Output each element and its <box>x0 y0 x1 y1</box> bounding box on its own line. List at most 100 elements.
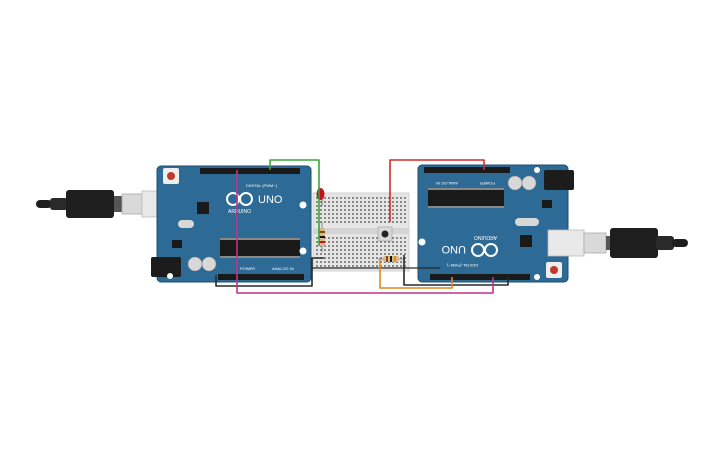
breadboard-hole <box>324 217 326 219</box>
board-brand-label-right: ARDUINO <box>474 234 497 240</box>
breadboard-hole <box>340 213 342 215</box>
breadboard-hole <box>348 257 350 259</box>
breadboard-hole <box>384 241 386 243</box>
breadboard-hole <box>364 249 366 251</box>
breadboard-hole <box>388 245 390 247</box>
breadboard-hole <box>372 217 374 219</box>
breadboard-hole <box>332 209 334 211</box>
breadboard-hole <box>404 197 406 199</box>
breadboard-hole <box>332 201 334 203</box>
wire-magenta[interactable] <box>236 170 494 294</box>
usb-cable-icon <box>66 190 114 218</box>
breadboard-hole <box>396 245 398 247</box>
breadboard-hole <box>324 213 326 215</box>
breadboard-hole <box>344 197 346 199</box>
breadboard-hole <box>348 241 350 243</box>
breadboard-hole <box>340 217 342 219</box>
breadboard-hole <box>316 205 318 207</box>
pushbutton[interactable] <box>377 226 393 242</box>
breadboard-hole <box>404 245 406 247</box>
wire-red[interactable] <box>389 159 485 222</box>
breadboard-hole <box>368 217 370 219</box>
analog-label-right: ANALOG IN <box>436 181 458 186</box>
breadboard-hole <box>356 205 358 207</box>
power-jack-left <box>151 257 181 277</box>
breadboard-hole <box>368 245 370 247</box>
breadboard-hole <box>340 205 342 207</box>
breadboard-hole <box>364 265 366 267</box>
usb-cable-icon <box>610 228 658 258</box>
breadboard-hole <box>316 209 318 211</box>
breadboard-hole <box>404 265 406 267</box>
breadboard-hole <box>396 209 398 211</box>
breadboard-hole <box>320 221 322 223</box>
wire-black-left[interactable] <box>215 257 324 287</box>
board-model-label-left: UNO <box>258 194 283 206</box>
breadboard-hole <box>340 253 342 255</box>
breadboard-hole <box>376 201 378 203</box>
breadboard-hole <box>364 257 366 259</box>
breadboard-hole <box>392 205 394 207</box>
breadboard-hole <box>336 197 338 199</box>
breadboard-hole <box>340 197 342 199</box>
breadboard-hole <box>336 217 338 219</box>
breadboard-hole <box>328 257 330 259</box>
breadboard-hole <box>352 201 354 203</box>
breadboard-hole <box>356 265 358 267</box>
wire-black-right[interactable] <box>403 255 509 286</box>
breadboard-hole <box>332 197 334 199</box>
arduino-uno-right[interactable]: UNO ARDUINO DIGITAL (PWM~) POWER ANALOG … <box>417 164 574 283</box>
breadboard-hole <box>368 249 370 251</box>
breadboard-hole <box>328 221 330 223</box>
breadboard-hole <box>356 209 358 211</box>
breadboard-hole <box>388 241 390 243</box>
breadboard-hole <box>372 201 374 203</box>
breadboard-hole <box>348 205 350 207</box>
breadboard-hole <box>400 209 402 211</box>
breadboard-hole <box>344 257 346 259</box>
breadboard-hole <box>372 253 374 255</box>
breadboard-hole <box>380 245 382 247</box>
usb-plug-tip-icon <box>36 200 52 208</box>
breadboard-hole <box>356 257 358 259</box>
breadboard-hole <box>404 221 406 223</box>
power-label-right: POWER <box>480 181 495 186</box>
breadboard-hole <box>324 205 326 207</box>
wire-black-rail[interactable] <box>311 258 440 269</box>
breadboard-hole <box>356 201 358 203</box>
breadboard-hole <box>376 205 378 207</box>
breadboard-hole <box>360 257 362 259</box>
breadboard-hole <box>384 221 386 223</box>
breadboard-hole <box>376 265 378 267</box>
breadboard-hole <box>344 261 346 263</box>
breadboard-hole <box>340 265 342 267</box>
breadboard-hole <box>372 249 374 251</box>
breadboard-hole <box>340 245 342 247</box>
breadboard-hole <box>340 261 342 263</box>
wire-orange[interactable] <box>379 259 453 289</box>
breadboard-hole <box>372 241 374 243</box>
breadboard-hole <box>384 209 386 211</box>
breadboard-hole <box>340 257 342 259</box>
breadboard-hole <box>332 205 334 207</box>
usb-cable-right[interactable] <box>547 228 688 258</box>
wire-green[interactable] <box>269 159 320 246</box>
breadboard-hole <box>376 217 378 219</box>
breadboard-hole <box>376 249 378 251</box>
breadboard-hole <box>392 249 394 251</box>
breadboard-hole <box>380 221 382 223</box>
breadboard-hole <box>324 245 326 247</box>
breadboard-hole <box>372 205 374 207</box>
breadboard-hole <box>372 209 374 211</box>
resistor-button[interactable] <box>378 256 404 262</box>
breadboard-hole <box>404 213 406 215</box>
breadboard-hole <box>336 237 338 239</box>
breadboard-hole <box>340 241 342 243</box>
breadboard-hole <box>352 265 354 267</box>
breadboard-hole <box>368 261 370 263</box>
breadboard-hole <box>392 265 394 267</box>
resistor-led[interactable] <box>319 222 325 252</box>
breadboard-hole <box>380 201 382 203</box>
arduino-uno-left[interactable]: UNO ARDUINO DIGITAL (PWM~) POWER ANALOG … <box>151 165 312 283</box>
breadboard-hole <box>372 237 374 239</box>
